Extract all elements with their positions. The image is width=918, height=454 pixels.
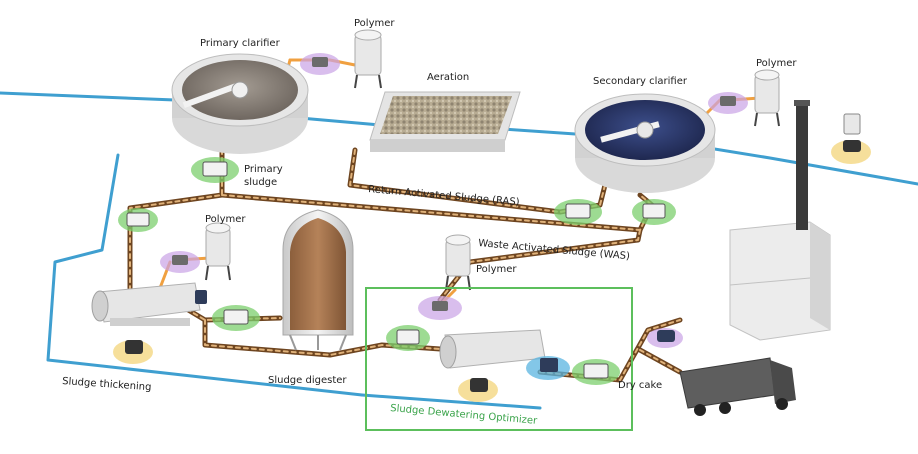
dewatering-centrifuge: [439, 329, 570, 380]
optimizer-box: [365, 287, 633, 431]
label-sludge-thickening: Sludge thickening: [62, 376, 152, 393]
polymer-tank-icon: [205, 222, 231, 281]
polymer-pump-icon: [300, 53, 340, 75]
label-dry-cake: Dry cake: [618, 380, 662, 391]
polymer-pump-icon: [708, 92, 748, 114]
label-sludge-digester: Sludge digester: [268, 375, 347, 386]
polymer-tank-icon: [754, 69, 780, 127]
sensor-icon: [212, 305, 260, 331]
aeration-tank: [369, 91, 521, 152]
secondary-clarifier: [574, 93, 716, 193]
pump-icon: [831, 113, 871, 164]
thickening-centrifuge: [91, 282, 207, 326]
sensor-icon: [386, 325, 430, 351]
primary-clarifier: [171, 53, 309, 154]
chimney-icon: [794, 100, 810, 230]
label-ras: Return Activated Sludge (RAS): [368, 184, 520, 208]
pump-icon: [113, 340, 153, 364]
label-primary-sludge: Primary sludge: [244, 164, 286, 188]
pump-icon: [458, 378, 498, 402]
label-polymer-center: Polymer: [476, 264, 517, 275]
label-polymer-left: Polymer: [205, 214, 246, 225]
polymer-tank-icon: [354, 29, 382, 89]
polymer-pump-icon: [418, 296, 462, 320]
pump-icon: [647, 328, 683, 348]
label-primary-sludge-line1: Primary: [244, 164, 283, 175]
label-aeration: Aeration: [427, 72, 469, 83]
sensor-icon: [572, 359, 620, 385]
label-primary-sludge-line2: sludge: [244, 177, 277, 188]
label-primary-clarifier: Primary clarifier: [200, 38, 281, 49]
sensor-icon: [554, 199, 602, 225]
polymer-tank-icon: [445, 234, 471, 291]
polymer-pump-icon: [160, 251, 200, 273]
label-polymer-right: Polymer: [756, 58, 797, 69]
sensor-icon: [191, 157, 239, 183]
sensor-icon: [118, 208, 158, 232]
label-polymer-top: Polymer: [354, 18, 395, 29]
label-secondary-clarifier: Secondary clarifier: [593, 76, 688, 87]
building-icon: [729, 221, 831, 341]
sensor-icon: [632, 199, 676, 225]
truck-icon: [679, 357, 796, 416]
sludge-digester: [282, 209, 354, 351]
